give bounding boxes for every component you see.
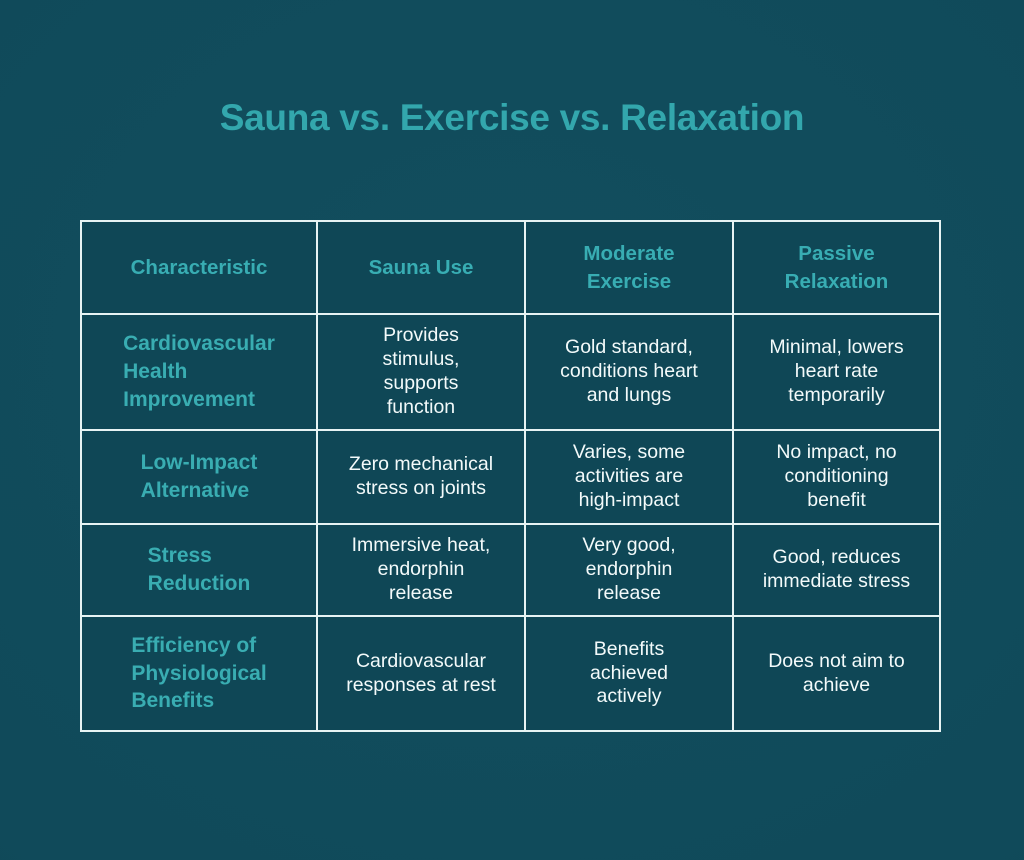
table-cell-exercise-stress: Very good, endorphin release [526,525,732,615]
table-cell-exercise-low-impact: Varies, some activities are high-impact [526,431,732,523]
comparison-table: Characteristic Sauna Use Moderate Exerci… [80,220,941,732]
table-cell-relaxation-low-impact: No impact, no conditioning benefit [734,431,939,523]
row-header-cardiovascular-health: Cardiovascular Health Improvement [82,315,316,429]
row-header-low-impact: Low-Impact Alternative [82,431,316,523]
table-cell-sauna-efficiency: Cardiovascular responses at rest [318,617,524,730]
col-header-moderate-exercise: Moderate Exercise [526,222,732,313]
table-cell-relaxation-efficiency: Does not aim to achieve [734,617,939,730]
table-cell-sauna-cardio: Provides stimulus, supports function [318,315,524,429]
page-title: Sauna vs. Exercise vs. Relaxation [219,97,805,138]
table-cell-relaxation-cardio: Minimal, lowers heart rate temporarily [734,315,939,429]
row-header-label: Low-Impact Alternative [140,451,258,502]
row-header-efficiency: Efficiency of Physiological Benefits [82,617,316,730]
col-header-sauna-use: Sauna Use [318,222,524,313]
col-header-characteristic: Characteristic [82,222,316,313]
row-header-stress-reduction: Stress Reduction [82,525,316,615]
table-cell-exercise-efficiency: Benefits achieved actively [526,617,732,730]
row-header-label: Stress Reduction [147,544,251,595]
table-cell-relaxation-stress: Good, reduces immediate stress [734,525,939,615]
row-header-label: Efficiency of Physiological Benefits [131,633,267,713]
table-cell-exercise-cardio: Gold standard, conditions heart and lung… [526,315,732,429]
row-header-label: Cardiovascular Health Improvement [123,332,275,411]
col-header-passive-relaxation: Passive Relaxation [734,222,939,313]
table-cell-sauna-low-impact: Zero mechanical stress on joints [318,431,524,523]
table-cell-sauna-stress: Immersive heat, endorphin release [318,525,524,615]
